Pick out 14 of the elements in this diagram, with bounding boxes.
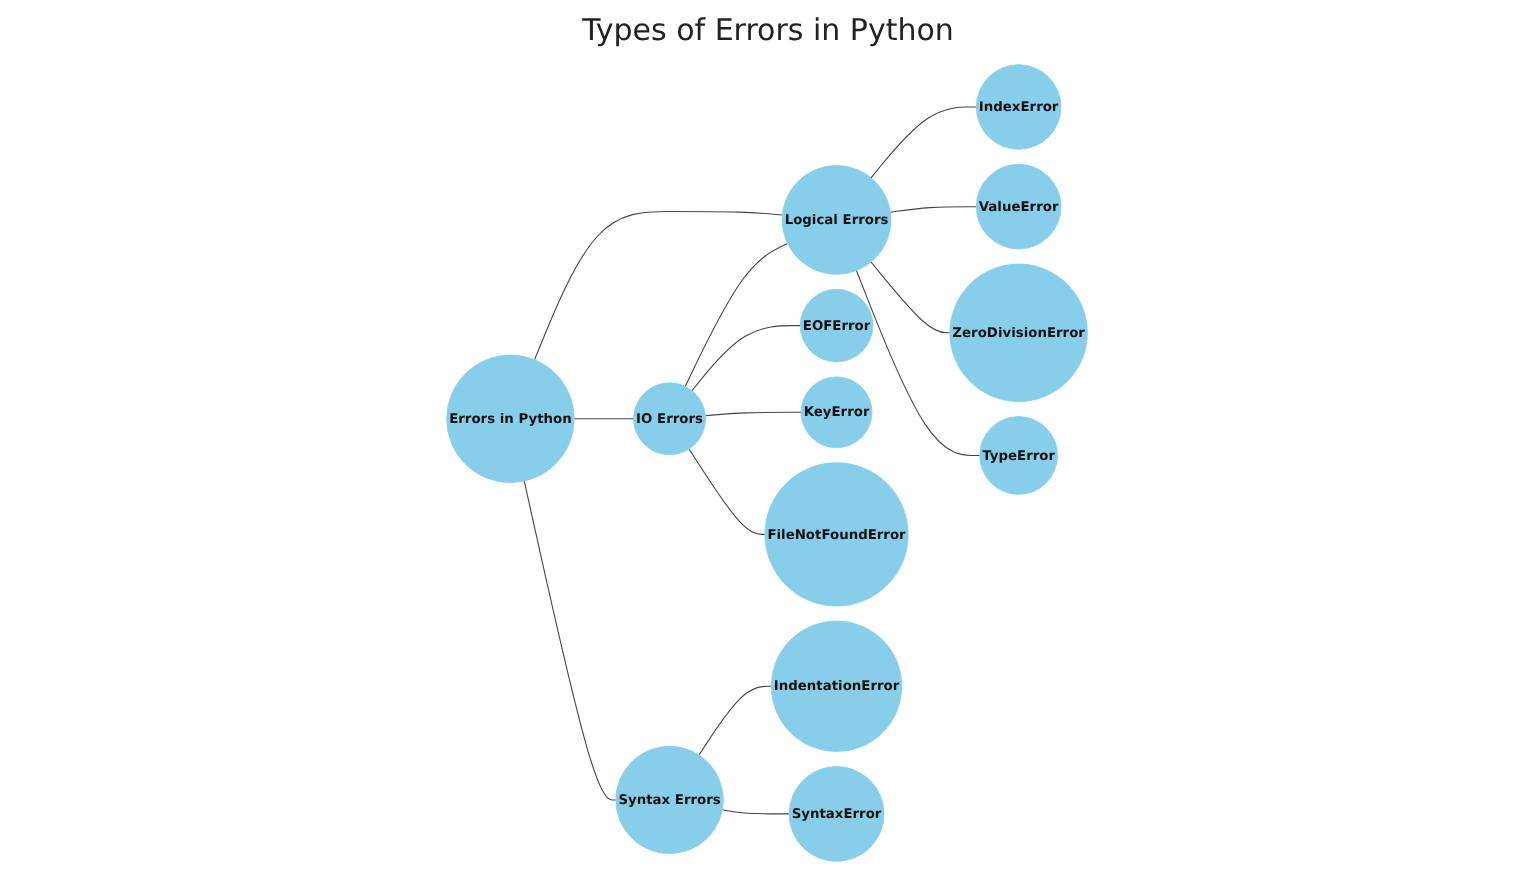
connector	[871, 260, 952, 333]
connector	[871, 105, 978, 178]
connector	[722, 808, 791, 814]
connector	[685, 241, 790, 386]
connector	[524, 479, 618, 800]
connector	[689, 447, 767, 534]
connector	[692, 324, 802, 391]
diagram-title: Types of Errors in Python	[580, 12, 956, 48]
connector	[856, 269, 982, 455]
connector	[890, 205, 978, 212]
connector	[535, 210, 784, 360]
connector	[699, 684, 773, 755]
connector	[574, 417, 636, 419]
connector	[705, 410, 803, 416]
